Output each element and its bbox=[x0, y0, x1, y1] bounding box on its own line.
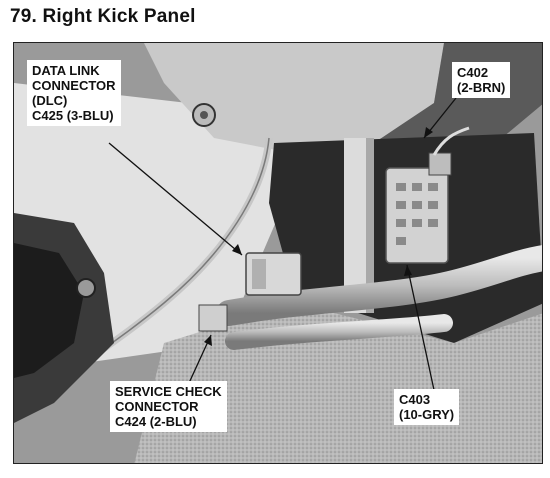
callout-data-link-connector: DATA LINK CONNECTOR (DLC) C425 (3-BLU) bbox=[27, 60, 121, 126]
callout-line: C425 (3-BLU) bbox=[32, 108, 114, 123]
callout-line: SERVICE CHECK bbox=[115, 384, 222, 399]
callout-c403: C403 (10-GRY) bbox=[394, 389, 460, 425]
callout-line: (2-BRN) bbox=[457, 80, 506, 95]
callout-line: (10-GRY) bbox=[399, 407, 455, 422]
callout-c402: C402 (2-BRN) bbox=[452, 62, 511, 98]
callout-service-check-connector: SERVICE CHECK CONNECTOR C424 (2-BLU) bbox=[110, 381, 227, 432]
callout-line: CONNECTOR bbox=[32, 78, 116, 93]
callout-line: (DLC) bbox=[32, 93, 68, 108]
page-title: 79. Right Kick Panel bbox=[10, 6, 196, 27]
callout-line: DATA LINK bbox=[32, 63, 100, 78]
callout-line: C424 (2-BLU) bbox=[115, 414, 197, 429]
callout-line: C403 bbox=[399, 392, 431, 407]
callout-line: CONNECTOR bbox=[115, 399, 199, 414]
callout-line: C402 bbox=[457, 65, 489, 80]
